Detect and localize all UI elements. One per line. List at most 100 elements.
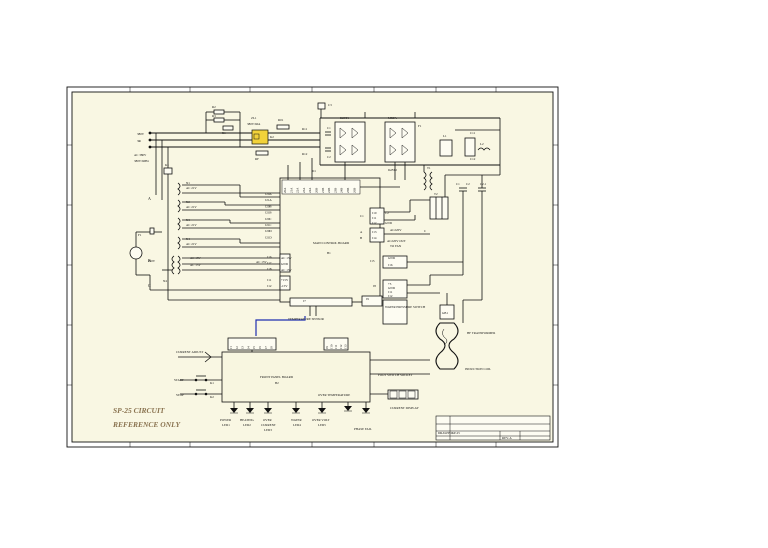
- blue-sensor-wire: [255, 316, 306, 336]
- main-board-top-pin: 21A: [289, 187, 293, 193]
- water-label: WATER PRESSURE SWITCH: [385, 305, 426, 309]
- right-top-pin-1: J10: [372, 211, 377, 215]
- led5-label-2: LED5: [318, 423, 326, 427]
- i-label-2: GND: [388, 286, 396, 290]
- ac-label-3: AC 15V: [281, 268, 292, 272]
- c11-label: C11: [470, 131, 476, 135]
- led4-label-1: WATER: [291, 418, 302, 422]
- main-board-left-pin: J21C: [265, 223, 272, 227]
- led1-label-2: LED1: [222, 423, 230, 427]
- temp-sensor-label: TEMPERATURE SENSOR: [288, 317, 325, 321]
- right-top-pin-2: J11: [372, 216, 377, 220]
- d-label: D1: [312, 169, 316, 173]
- cap-c2-right: C2: [466, 182, 470, 186]
- main-board-top-pin: 20B: [315, 188, 319, 193]
- fan-voltage-label: 220V: [148, 259, 156, 263]
- ac220-label: AC220V: [390, 228, 402, 232]
- main-board-title: MAIN CONTROL BOARD: [313, 241, 350, 245]
- main-board-top-pin: 24A: [308, 187, 312, 193]
- i-label-1: +5: [388, 282, 392, 286]
- n3-voltage: AC 21V: [186, 223, 197, 227]
- main-board-top-pin: 25B: [346, 188, 350, 193]
- igbt2-module: [384, 121, 416, 163]
- main-board-top-pin: 22B: [327, 188, 331, 193]
- title-block-row3: DRAWING: [438, 431, 454, 435]
- n1-voltage: AC 21V: [186, 186, 197, 190]
- front-panel-top-pin: J3: [241, 346, 245, 349]
- to-fan-label: TO FAN: [390, 244, 402, 248]
- gnd-pin: J15: [370, 259, 375, 263]
- front-panel-board: [178, 337, 430, 408]
- border-ticks: [67, 87, 558, 447]
- main-board-top-pin: 22A: [296, 187, 300, 193]
- phase-a-label: A: [148, 196, 151, 201]
- c3-label: C3: [328, 103, 332, 107]
- led3-label-1: OVER: [263, 418, 273, 422]
- main-board-top-pin: 23B: [333, 188, 337, 193]
- right-top-label-3: GND: [385, 221, 393, 225]
- led3-label-3: LED3: [264, 428, 272, 432]
- mains-label-2: 3Φ: [137, 139, 142, 143]
- cap-c21-right: C2.1: [480, 182, 487, 186]
- l1-label: L1: [443, 134, 447, 138]
- mains-label-1: 380V: [137, 132, 145, 136]
- over-temperature-label: OVER TEMPERATURE: [318, 393, 350, 397]
- r12-label: R12: [302, 152, 308, 156]
- output-section: [435, 293, 482, 370]
- start-switch-label: K1: [210, 381, 214, 385]
- ac-label-2: GND: [281, 262, 289, 266]
- pwr-label-1: +15V: [281, 278, 289, 282]
- water-pin: J9: [366, 297, 369, 301]
- main-board-top-pin: 21B: [321, 188, 325, 193]
- n2-voltage: AC 21V: [186, 205, 197, 209]
- n4-voltage: AC 21V: [186, 242, 197, 246]
- right-mid-label-1: A: [360, 230, 363, 234]
- power-stage: [148, 102, 501, 300]
- front-panel-top-pin: J1: [229, 346, 233, 349]
- front-panel-top-pin: J5: [252, 346, 256, 349]
- labels: ZL1 380V/60A R2 R3 R1 R01 RF K2 R11 R12 …: [112, 103, 512, 440]
- front-panel-title: FRONT PANEL BOARD: [260, 375, 294, 379]
- contactor-label: ZL1: [251, 116, 257, 120]
- f1-label: F1: [418, 124, 422, 128]
- i-pin: J8: [373, 284, 376, 288]
- front-panel-top-pin: J7: [264, 346, 268, 349]
- right-top-pin-3: J12: [372, 221, 377, 225]
- igbt1-label: IGBT1: [340, 116, 349, 120]
- right-mid-pin-2: J14: [372, 236, 377, 240]
- t1-label: T1: [427, 166, 431, 170]
- c1-label: C1: [327, 126, 331, 130]
- ac220-out-label: AC220V OUT: [387, 239, 406, 243]
- main-board-left-pin: J21D: [265, 235, 272, 239]
- hf-transformer-label: HF TRANSFORMER: [467, 331, 496, 335]
- ac-pin-3: J18: [267, 267, 272, 271]
- led5-label-1: OVER VOLT: [312, 418, 330, 422]
- phase-b-label: B: [148, 258, 151, 263]
- right-top-label-2: C2: [385, 211, 389, 215]
- led1-label-1: POWER: [220, 418, 232, 422]
- n4-label: N4: [186, 237, 190, 241]
- front-panel-top-pin: J6: [258, 346, 262, 349]
- n2-label: N2: [186, 200, 190, 204]
- main-board-top-pin: 23A: [302, 187, 306, 193]
- main-board-left-pin: J21B: [265, 211, 272, 215]
- mains-label-4: 380V/60Hz: [134, 159, 149, 163]
- rt1-label: R01: [278, 118, 284, 122]
- front-panel-right-pin: J11: [334, 344, 338, 349]
- k2-label: K2: [270, 135, 274, 139]
- current-adjust-label: CURRENT ADJUST: [176, 350, 203, 354]
- mr-label: MRFA: [388, 116, 397, 120]
- front-panel-right-pin: J13: [343, 344, 347, 349]
- current-display-label: CURRENT DISPLAY: [390, 406, 419, 410]
- r11-label: R11: [302, 127, 308, 131]
- stop-label: STOP: [176, 393, 184, 397]
- fan-label: F1: [138, 233, 142, 237]
- n1-label: N1: [186, 181, 190, 185]
- igbt1-module: [334, 121, 366, 163]
- c2-label: C2: [327, 155, 331, 159]
- start-label: START: [174, 378, 184, 382]
- main-board-sub: B1: [327, 251, 331, 255]
- r2-label: R2: [212, 105, 216, 109]
- led2-label-1: HEATING: [240, 418, 255, 422]
